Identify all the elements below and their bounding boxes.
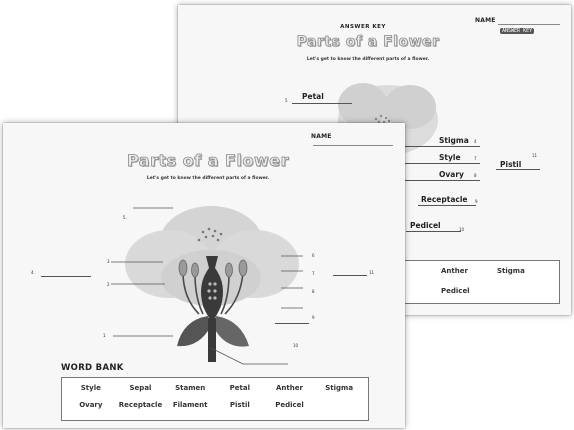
word-bank-item: Pedicel	[275, 401, 304, 409]
answer-line	[400, 180, 480, 181]
answer-line	[275, 323, 309, 324]
word-bank-item: Filament	[172, 401, 208, 409]
answer-line	[406, 231, 461, 232]
answer-line	[333, 275, 367, 276]
label-number: 9	[312, 315, 315, 320]
label-number: 3	[107, 259, 110, 264]
word-bank-item: Ovary	[79, 401, 103, 409]
label-number: 6	[312, 253, 315, 258]
word-bank-item: Pistil	[229, 401, 250, 409]
word-bank-item: Stigma	[497, 267, 525, 275]
label-number: 5	[123, 215, 126, 220]
label-number: 7	[312, 271, 315, 276]
worksheet-title: Parts of a Flower	[296, 34, 440, 51]
label-number: 10	[459, 227, 465, 232]
answer-stigma: Stigma	[439, 136, 469, 145]
word-bank-item: Sepal	[129, 384, 152, 392]
answer-receptacle: Receptacle	[421, 195, 468, 204]
answer-ovary: Ovary	[439, 170, 464, 179]
label-number: 8	[474, 173, 477, 178]
label-number: 10	[293, 343, 299, 348]
word-bank-item: Pedicel	[441, 287, 470, 295]
answer-pedicel: Pedicel	[410, 221, 441, 230]
name-line	[498, 24, 560, 25]
answer-line	[418, 205, 476, 206]
word-bank-item: Anther	[276, 384, 303, 392]
flower-diagram-icon	[111, 206, 303, 365]
label-number: 5	[285, 98, 288, 103]
answer-pistil: Pistil	[500, 160, 522, 169]
worksheet-subtitle: Let's get to know the different parts of…	[306, 57, 430, 62]
word-bank-table: Style Sepal Stamen Petal Anther Stigma O…	[61, 377, 369, 421]
answer-line	[400, 163, 480, 164]
label-number: 2	[107, 282, 110, 287]
answer-key-label: ANSWER KEY	[340, 24, 386, 30]
label-number: 8	[312, 289, 315, 294]
word-bank-item	[497, 287, 553, 295]
label-number: 9	[475, 199, 478, 204]
word-bank-item: Petal	[229, 384, 250, 392]
label-number: 11	[369, 270, 375, 275]
label-number: 7	[474, 156, 477, 161]
label-number: 4	[474, 139, 477, 144]
answer-line	[41, 276, 91, 277]
answer-line	[400, 146, 480, 147]
name-value: ANSWER KEY	[500, 28, 535, 34]
blank-worksheet: NAME Parts of a Flower Let's get to know…	[3, 123, 405, 428]
name-label: NAME	[475, 17, 496, 24]
word-bank-item: Stamen	[175, 384, 206, 392]
worksheet-title: Parts of a Flower	[126, 151, 290, 171]
word-bank-item: Stigma	[325, 384, 354, 392]
word-bank-item: Style	[80, 384, 101, 392]
word-bank-title: WORD BANK	[61, 363, 124, 373]
word-bank-table: al Anther Stigma il Pedicel	[378, 260, 560, 304]
word-bank-item: Anther	[441, 267, 468, 275]
label-number: 1	[103, 333, 106, 338]
word-bank-item: Receptacle	[118, 401, 163, 409]
answer-line	[292, 103, 352, 104]
label-number: 4	[31, 270, 34, 275]
answer-style: Style	[439, 153, 461, 162]
worksheet-subtitle: Let's get to know the different parts of…	[146, 176, 270, 181]
answer-line	[496, 169, 540, 170]
name-label: NAME	[311, 133, 332, 140]
name-line	[313, 145, 393, 146]
answer-petal: Petal	[302, 92, 324, 101]
label-number: 11	[532, 153, 538, 158]
word-bank-item	[314, 401, 364, 409]
